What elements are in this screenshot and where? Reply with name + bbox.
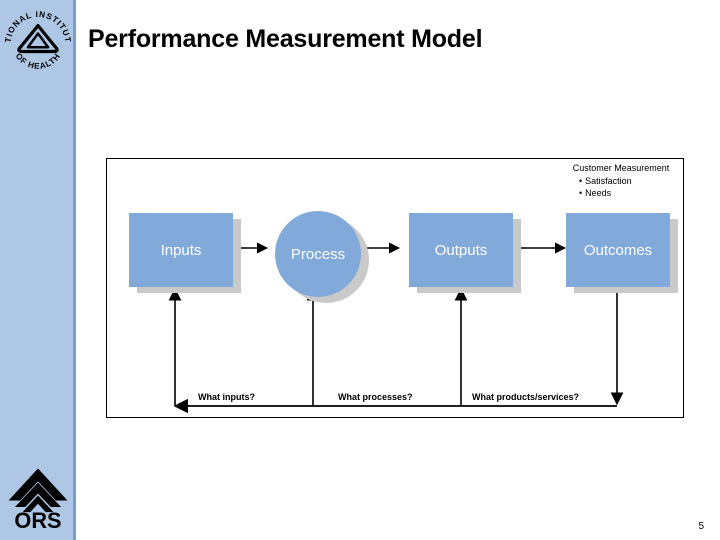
node-outcomes[interactable]: Outcomes xyxy=(566,213,670,287)
customer-measurement-bullet-needs: Needs xyxy=(579,187,683,199)
ors-logo-icon: ORS xyxy=(6,466,70,533)
node-process-label: Process xyxy=(290,245,346,263)
node-outputs[interactable]: Outputs xyxy=(409,213,513,287)
page-number: 5 xyxy=(698,521,704,532)
performance-measurement-diagram: Customer Measurement Satisfaction Needs xyxy=(106,158,684,418)
node-process[interactable]: Process xyxy=(275,211,361,297)
node-outcomes-label: Outcomes xyxy=(583,241,653,259)
question-what-products-services: What products/services? xyxy=(472,392,580,402)
page-title: Performance Measurement Model xyxy=(88,25,483,53)
node-outputs-label: Outputs xyxy=(434,241,488,259)
ors-logo-label: ORS xyxy=(14,508,61,530)
node-inputs[interactable]: Inputs xyxy=(129,213,233,287)
nih-seal-icon: NATIONAL INSTITUTES OF HEALTH xyxy=(0,0,74,78)
customer-measurement-title: Customer Measurement xyxy=(572,163,670,173)
diagram-arrows xyxy=(168,242,624,414)
customer-measurement-bullet-satisfaction: Satisfaction xyxy=(579,175,683,187)
question-what-inputs: What inputs? xyxy=(198,392,255,402)
svg-text:NATIONAL INSTITUTES: NATIONAL INSTITUTES xyxy=(2,2,72,43)
node-inputs-label: Inputs xyxy=(160,241,202,259)
customer-measurement-list: Satisfaction Needs xyxy=(579,175,683,199)
question-what-processes: What processes? xyxy=(338,392,413,402)
customer-measurement-callout: Customer Measurement Satisfaction Needs xyxy=(559,162,683,199)
svg-text:OF HEALTH: OF HEALTH xyxy=(14,52,63,71)
left-sidebar-band: NATIONAL INSTITUTES OF HEALTH ORS xyxy=(0,0,76,540)
